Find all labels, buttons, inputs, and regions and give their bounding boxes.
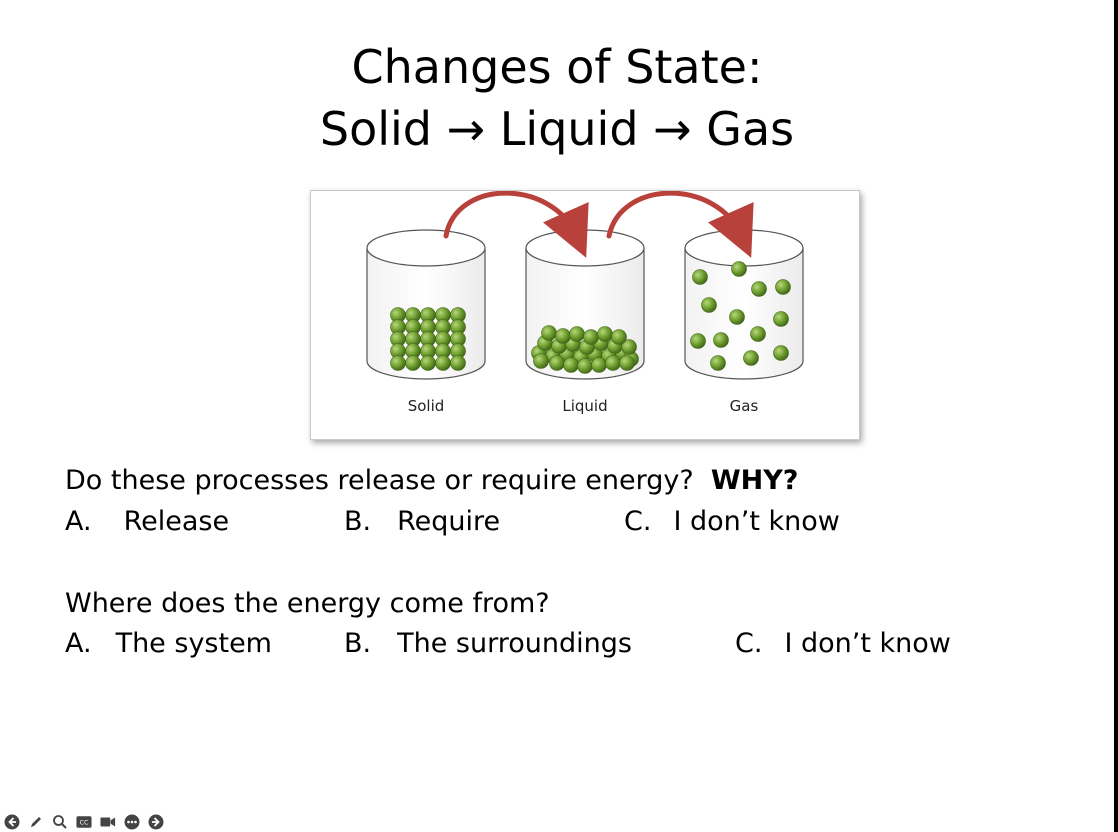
states-diagram — [366, 191, 804, 380]
liquid-particle — [583, 329, 599, 345]
gas-particle — [692, 269, 708, 285]
next-slide-icon[interactable] — [148, 814, 164, 830]
gas-particle — [731, 261, 747, 277]
q2-option-b[interactable]: B. The surroundings — [344, 627, 632, 661]
q1-option-b-text: Require — [397, 506, 501, 537]
slide-title-line1: Changes of State: — [351, 40, 763, 94]
solid-particle — [435, 355, 451, 371]
gas-particle — [690, 333, 706, 349]
liquid-particle — [541, 325, 557, 341]
camera-icon[interactable] — [100, 814, 116, 830]
solid-particle — [420, 355, 436, 371]
gas-particle — [773, 345, 789, 361]
question-1: Do these processes release or require en… — [65, 464, 798, 498]
q1-option-c[interactable]: C. I don’t know — [624, 505, 840, 539]
gas-particle — [775, 279, 791, 295]
q2-option-a-letter: A. — [65, 628, 92, 659]
q2-option-c[interactable]: C. I don’t know — [735, 627, 951, 661]
q2-option-c-letter: C. — [735, 628, 763, 659]
pen-icon[interactable] — [28, 814, 44, 830]
liquid-particle — [555, 328, 571, 344]
vaporization-arrow — [606, 191, 754, 258]
solid-particle — [405, 355, 421, 371]
q1-option-c-text: I don’t know — [673, 506, 840, 537]
question-1-text: Do these processes release or require en… — [65, 465, 694, 496]
window-edge — [1114, 0, 1118, 832]
gas-beaker — [684, 229, 804, 380]
liquid-particle — [591, 357, 607, 373]
gas-particle — [773, 311, 789, 327]
slideshow-toolbar: CC — [4, 812, 164, 832]
q1-option-a-text: Release — [123, 506, 230, 537]
slide-title: Changes of State: Solid → Liquid → Gas — [0, 36, 1114, 160]
q2-option-b-text: The surroundings — [397, 628, 632, 659]
liquid-particle — [569, 326, 585, 342]
liquid-particle — [533, 353, 549, 369]
gas-particle — [743, 350, 759, 366]
label-solid: Solid — [407, 397, 445, 415]
states-of-matter-figure: Solid Liquid Gas — [310, 190, 860, 440]
liquid-particle — [611, 329, 627, 345]
q2-option-a-text: The system — [115, 628, 272, 659]
q2-option-a[interactable]: A. The system — [65, 627, 272, 661]
q2-option-b-letter: B. — [344, 628, 372, 659]
zoom-icon[interactable] — [52, 814, 68, 830]
gas-particle — [729, 309, 745, 325]
q1-option-b[interactable]: B. Require — [344, 505, 500, 539]
svg-text:CC: CC — [80, 820, 89, 827]
gas-particle — [701, 297, 717, 313]
more-options-icon[interactable] — [124, 814, 140, 830]
melting-arrow — [443, 191, 589, 258]
captions-icon[interactable]: CC — [76, 814, 92, 830]
solid-particle — [450, 355, 466, 371]
liquid-particle — [605, 355, 621, 371]
liquid-particle — [563, 357, 579, 373]
label-gas: Gas — [729, 397, 759, 415]
question-1-emphasis: WHY? — [710, 465, 799, 496]
q1-option-c-letter: C. — [624, 506, 652, 537]
q1-option-b-letter: B. — [344, 506, 372, 537]
q2-option-c-text: I don’t know — [784, 628, 951, 659]
slide-title-line2: Solid → Liquid → Gas — [319, 102, 795, 156]
liquid-particle — [577, 358, 593, 374]
particles — [390, 261, 791, 374]
liquid-particle — [597, 326, 613, 342]
question-2-text: Where does the energy come from? — [65, 588, 550, 619]
gas-particle — [710, 355, 726, 371]
q1-option-a-letter: A. — [65, 506, 92, 537]
liquid-particle — [621, 339, 637, 355]
solid-particle — [390, 355, 406, 371]
q1-option-a[interactable]: A. Release — [65, 505, 229, 539]
label-liquid: Liquid — [562, 397, 608, 415]
gas-particle — [713, 332, 729, 348]
previous-slide-icon[interactable] — [4, 814, 20, 830]
liquid-particle — [549, 355, 565, 371]
gas-particle — [750, 326, 766, 342]
question-2: Where does the energy come from? — [65, 587, 550, 621]
liquid-particle — [619, 355, 635, 371]
gas-particle — [751, 281, 767, 297]
